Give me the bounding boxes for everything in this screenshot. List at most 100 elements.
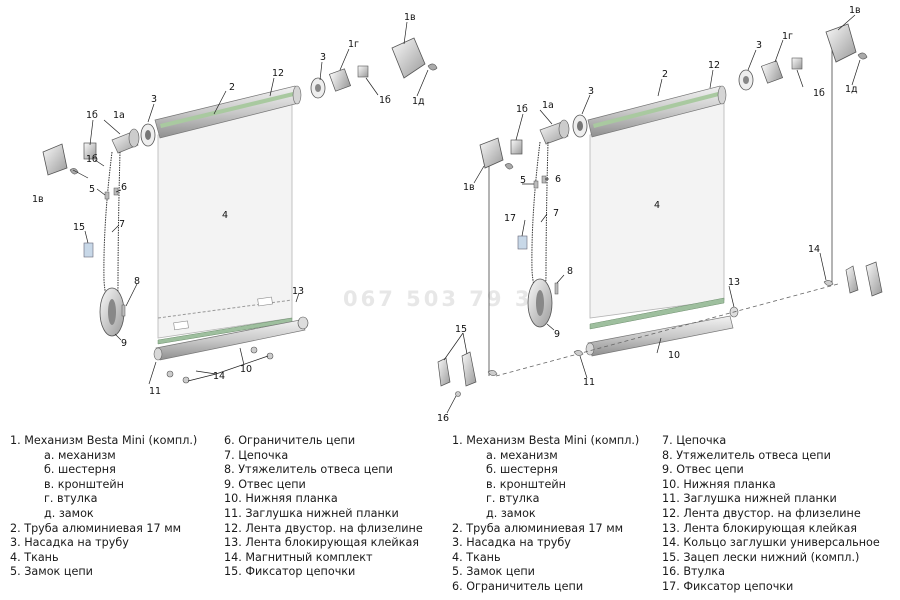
legend-item: 9. Отвес цепи [224, 477, 306, 491]
legend-item: б. шестерня [486, 463, 558, 477]
left-label-1v: 1в [32, 194, 44, 205]
right-label-17: 17 [504, 213, 516, 224]
legend-item: 2. Труба алюминиевая 17 мм [452, 521, 624, 535]
legend-item: 11. Заглушка нижней планки [224, 506, 399, 520]
right-tube-tape [593, 92, 719, 128]
right-label-1d: 1д [845, 84, 858, 95]
left-fabric-slot [173, 320, 189, 331]
left-magnet [182, 376, 190, 384]
right-label-14: 14 [808, 244, 820, 255]
right-label-1g: 1г [782, 31, 793, 42]
left-gear-right [357, 65, 369, 78]
right-chain-fixator [517, 235, 528, 250]
right-bushing [760, 60, 784, 84]
legend-item: в. кронштейн [486, 477, 566, 491]
right-bracket-left [479, 137, 504, 169]
left-label-10: 10 [240, 364, 252, 375]
legend-item: 3. Насадка на трубу [10, 536, 129, 550]
left-label-4: 4 [222, 210, 228, 221]
right-chain-lock [533, 180, 539, 189]
left-label-2: 2 [229, 82, 235, 93]
right-label-7: 7 [553, 208, 559, 219]
right-gear [510, 139, 523, 155]
right-blocking-tape [589, 297, 725, 330]
right-label-5: 5 [520, 175, 526, 186]
left-label-8: 8 [134, 276, 140, 287]
right-label-13: 13 [728, 277, 740, 288]
right-chain [531, 141, 541, 301]
left-label-1b2: 1б [86, 154, 98, 165]
left-label-3a: 3 [151, 94, 157, 105]
legend-item: 14. Кольцо заглушки универсальное [662, 536, 880, 550]
right-label-16: 16 [437, 413, 449, 424]
legend-item: 11. Заглушка нижней планки [662, 492, 837, 506]
right-bracket-right [825, 23, 857, 63]
legend-item: 8. Утяжелитель отвеса цепи [662, 448, 831, 462]
left-label-11: 11 [149, 386, 161, 397]
right-legend-col2: 7. Цепочка 8. Утяжелитель отвеса цепи 9.… [662, 434, 880, 595]
left-label-1g: 1г [348, 39, 359, 50]
legend-item: 10. Нижняя планка [662, 477, 776, 491]
right-line-hook [865, 261, 883, 297]
right-label-12: 12 [708, 60, 720, 71]
right-line-hook [437, 357, 451, 387]
right-line-hook [461, 351, 477, 387]
legend-item: 13. Лента блокирующая клейкая [224, 536, 420, 550]
left-bushing [328, 68, 352, 92]
blind-assembly-diagram: 067 503 79 37 [32, 5, 883, 424]
legend-item: 7. Цепочка [224, 448, 289, 462]
left-tube-tape [160, 92, 294, 128]
legend-item: 10. Нижняя планка [224, 492, 338, 506]
legend-item: д. замок [44, 506, 94, 520]
left-magnet [166, 370, 174, 378]
right-legend-col1: 1. Механизм Besta Mini (компл.) а. механ… [452, 434, 639, 595]
left-bottom-bar-end [153, 347, 163, 361]
phone-watermark: 067 503 79 37 [343, 287, 550, 311]
legend-item: 17. Фиксатор цепочки [662, 579, 794, 593]
legend-item: 16. Втулка [662, 565, 725, 579]
legend-item: 4. Ткань [452, 550, 501, 564]
right-label-1b3: 1б [813, 88, 825, 99]
right-label-1a: 1а [542, 100, 554, 111]
left-legend-col2: 6. Ограничитель цепи 7. Цепочка 8. Утяже… [224, 434, 423, 580]
legend-item: 12. Лента двустор. на флизелине [224, 521, 423, 535]
legend-item: 15. Фиксатор цепочки [224, 565, 356, 579]
legend-item: 12. Лента двустор. на флизелине [662, 506, 861, 520]
left-label-15: 15 [73, 222, 85, 233]
right-label-15: 15 [455, 324, 467, 335]
legend-item: г. втулка [486, 492, 540, 506]
left-label-9: 9 [121, 338, 127, 349]
left-label-5: 5 [89, 184, 95, 195]
legend-item: 5. Замок цепи [452, 565, 535, 579]
left-label-1d: 1д [412, 96, 425, 107]
legend-item: б. шестерня [44, 463, 116, 477]
left-chain-weight-small [121, 304, 126, 317]
left-label-3b: 3 [320, 52, 326, 63]
legend-item: 7. Цепочка [662, 434, 727, 447]
left-label-14: 14 [213, 371, 225, 382]
left-label-1a: 1а [113, 110, 125, 121]
right-label-1b: 1б [516, 104, 528, 115]
right-diagram: 1а 1б 1в 2 12 3 3 1г 1б 1в 1д 4 5 6 7 17… [437, 5, 883, 424]
legend-item: 1. Механизм Besta Mini (компл.) [452, 434, 640, 447]
left-legend-col1: 1. Механизм Besta Mini (компл.) а. механ… [10, 434, 197, 580]
legend-item: 6. Ограничитель цепи [452, 579, 584, 593]
right-cap-ring [823, 280, 834, 286]
left-bracket-left [42, 143, 68, 176]
legend-item: 15. Зацеп лески нижний (компл.) [662, 550, 860, 564]
right-chain-weight-small [554, 282, 559, 295]
legend-item: д. замок [486, 506, 536, 520]
left-diagram: 1а 1б 1в 1б 2 12 3 3 1г 1б 1в 1д 4 5 6 7… [32, 12, 438, 397]
legend-item: г. втулка [44, 492, 98, 506]
right-line-hook [845, 265, 859, 294]
right-label-1v: 1в [463, 182, 475, 193]
left-label-7: 7 [119, 219, 125, 230]
left-label-12: 12 [272, 68, 284, 79]
legend-item: в. кронштейн [44, 477, 124, 491]
right-chain-stop [541, 175, 547, 184]
right-gear-right [791, 57, 803, 70]
legend-item: а. механизм [44, 448, 116, 462]
right-label-11: 11 [583, 377, 595, 388]
left-label-1b3: 1б [379, 95, 391, 106]
legend-item: 4. Ткань [10, 550, 59, 564]
